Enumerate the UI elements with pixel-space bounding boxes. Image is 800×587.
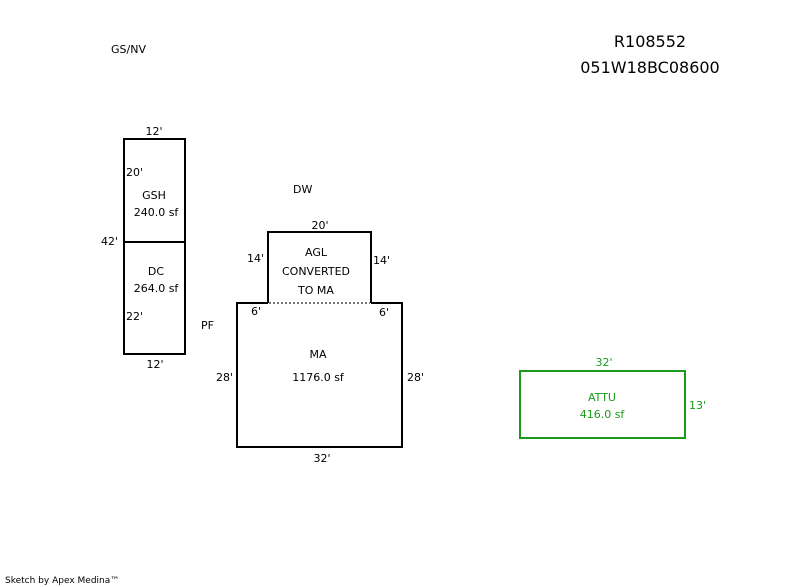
ma-outline bbox=[236, 302, 403, 448]
ma-step-right-dim: 6' bbox=[379, 306, 389, 319]
gsh-area: 240.0 sf bbox=[134, 206, 180, 219]
gsh-label: GSH bbox=[142, 189, 166, 202]
dc-bottom-dim: 12' bbox=[146, 358, 163, 371]
attu-right-dim: 13' bbox=[689, 399, 706, 412]
ma-right-dim: 28' bbox=[407, 371, 424, 384]
ma-bottom-dim: 32' bbox=[313, 452, 330, 465]
dc-area: 264.0 sf bbox=[134, 282, 180, 295]
map-number: 051W18BC08600 bbox=[580, 58, 719, 77]
ma-area: 1176.0 sf bbox=[292, 371, 345, 384]
sketch-credit: Sketch by Apex Medina™ bbox=[5, 576, 119, 586]
ma-step-left-dim: 6' bbox=[251, 305, 261, 318]
agl-outline bbox=[267, 231, 372, 303]
agl-label-1: AGL bbox=[305, 246, 328, 259]
agl-right-dim: 14' bbox=[373, 254, 390, 267]
dc-side-dim: 22' bbox=[126, 310, 143, 323]
attu-outline bbox=[519, 370, 686, 439]
ma-label: MA bbox=[309, 348, 326, 361]
gsh-top-dim: 12' bbox=[145, 125, 162, 138]
pf-label: PF bbox=[201, 319, 214, 332]
attu-area: 416.0 sf bbox=[580, 408, 626, 421]
agl-label-3: TO MA bbox=[297, 284, 334, 297]
parcel-id: R108552 bbox=[614, 32, 686, 51]
ma-left-dim: 28' bbox=[216, 371, 233, 384]
dw-label: DW bbox=[293, 183, 312, 196]
dc-outline bbox=[123, 241, 186, 355]
note-gs-nv: GS/NV bbox=[111, 43, 146, 56]
agl-label-2: CONVERTED bbox=[282, 265, 350, 278]
agl-top-dim: 20' bbox=[311, 219, 328, 232]
gsh-side-dim: 20' bbox=[126, 166, 143, 179]
dc-label: DC bbox=[148, 265, 164, 278]
attu-label: ATTU bbox=[588, 391, 616, 404]
agl-left-dim: 14' bbox=[247, 252, 264, 265]
total-side-dim: 42' bbox=[101, 235, 118, 248]
attu-top-dim: 32' bbox=[595, 356, 612, 369]
